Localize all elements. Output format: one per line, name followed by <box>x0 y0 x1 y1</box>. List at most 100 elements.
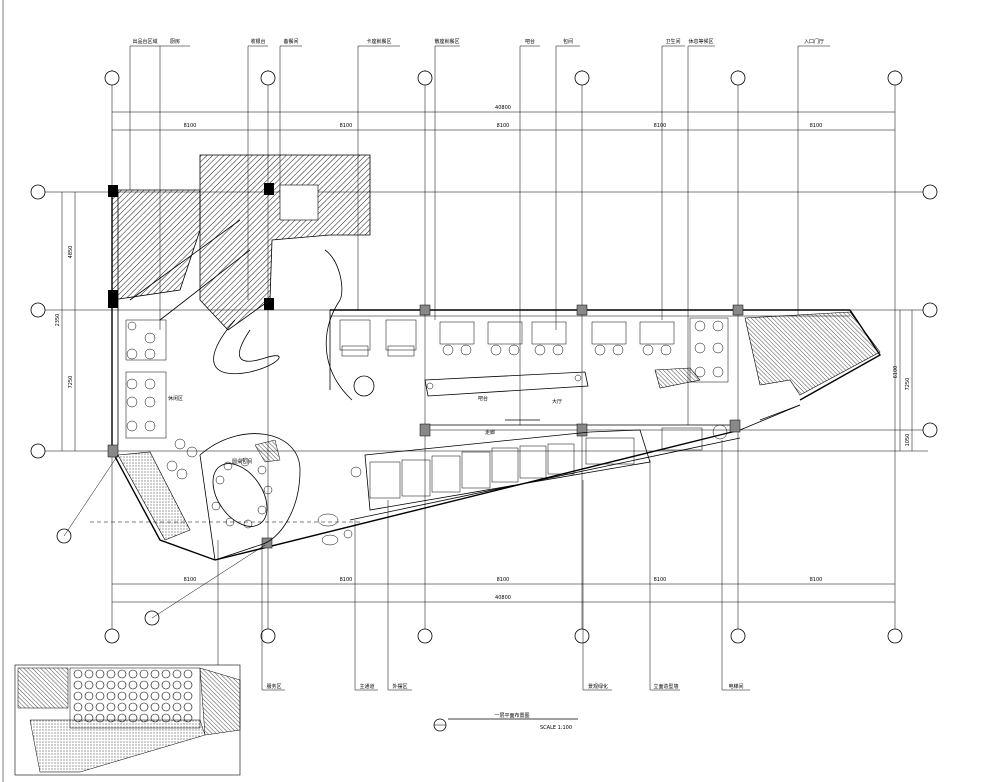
dim-top-bay: 8100 <box>810 123 823 129</box>
dim-top-bay: 8100 <box>340 123 353 129</box>
east-wing <box>654 311 881 451</box>
bottom-label: 主通道 <box>359 683 374 690</box>
keyplan-seat <box>172 702 182 712</box>
bottom-leader-lines <box>217 440 750 700</box>
top-label: 出品台区域 <box>132 38 157 45</box>
keyplan-seat <box>139 669 149 679</box>
keyplan-seat <box>139 702 149 712</box>
planter <box>117 451 191 541</box>
key-plan <box>14 664 241 776</box>
dim-top-bay: 8100 <box>497 123 510 129</box>
keyplan-seat <box>84 669 94 679</box>
keyplan-seat <box>84 691 94 701</box>
keyplan-seat <box>161 680 171 690</box>
keyplan-seat <box>95 691 105 701</box>
bottom-label: 电梯间 <box>728 683 743 690</box>
dim-bottom-total: 40800 <box>495 595 511 601</box>
keyplan-seat <box>139 713 149 723</box>
keyplan-seat <box>128 680 138 690</box>
room-label: 大厅 <box>552 398 562 405</box>
keyplan-seat <box>161 669 171 679</box>
keyplan-seat <box>161 691 171 701</box>
round-room: 圆桌包间 <box>166 433 301 561</box>
bar-counter: 吧台 大厅 走廊 <box>424 371 589 436</box>
dim-bottom-bay: 8100 <box>340 577 353 583</box>
keyplan-seat <box>183 691 193 701</box>
keyplan-seat <box>73 702 83 712</box>
keyplan-seat <box>172 669 182 679</box>
kitchen-block <box>108 154 371 331</box>
keyplan-seat <box>172 713 182 723</box>
booth-seating-left: 休闲区 <box>125 319 183 439</box>
keyplan-seat <box>73 713 83 723</box>
top-label: 入口门厅 <box>804 38 824 45</box>
room-label: 休闲区 <box>168 395 183 402</box>
keyplan-seat <box>128 713 138 723</box>
keyplan-seat <box>95 702 105 712</box>
keyplan-seat <box>117 702 127 712</box>
top-label: 包间 <box>563 38 573 45</box>
columns <box>107 304 744 549</box>
keyplan-seat <box>106 680 116 690</box>
keyplan-seat <box>73 669 83 679</box>
dim-right: 1050 <box>905 434 911 447</box>
keyplan-seat <box>95 680 105 690</box>
entrance <box>317 513 353 546</box>
round-table <box>353 375 375 397</box>
top-leader-lines <box>129 45 830 425</box>
dim-left: 4850 <box>68 246 74 259</box>
bottom-label: 立面造型墙 <box>653 683 678 690</box>
dim-top-bay: 8100 <box>184 123 197 129</box>
booth-row-lower <box>350 429 651 511</box>
top-label: 散座就餐区 <box>434 38 459 45</box>
keyplan-seat <box>172 680 182 690</box>
curved-partition <box>213 319 280 375</box>
drawing-scale: SCALE 1:100 <box>540 725 572 731</box>
keyplan-seat <box>117 691 127 701</box>
dim-top-bay: 8100 <box>654 123 667 129</box>
keyplan-seat <box>150 680 160 690</box>
keyplan-seat <box>150 713 160 723</box>
keyplan-seat <box>161 713 171 723</box>
dim-bottom-bay: 8100 <box>497 577 510 583</box>
keyplan-seat <box>73 691 83 701</box>
top-label: 备餐间 <box>283 38 298 45</box>
keyplan-seat <box>183 702 193 712</box>
top-label: 卡座就餐区 <box>366 38 391 45</box>
keyplan-seat <box>128 702 138 712</box>
keyplan-seat <box>106 691 116 701</box>
dim-left: 2350 <box>55 314 61 327</box>
top-label: 休息等候区 <box>688 38 713 45</box>
keyplan-seat <box>84 713 94 723</box>
keyplan-seat <box>150 691 160 701</box>
dining-tables <box>339 317 729 383</box>
dimension-lines <box>61 111 913 603</box>
drawing-title-block: 一层平面布置图 SCALE 1:100 <box>433 712 578 732</box>
keyplan-seat <box>117 669 127 679</box>
keyplan-seat <box>139 691 149 701</box>
dim-right: 6100 <box>893 366 899 379</box>
room-label: 圆桌包间 <box>232 458 252 465</box>
keyplan-seat <box>150 669 160 679</box>
keyplan-seat <box>106 669 116 679</box>
keyplan-seat <box>106 702 116 712</box>
dim-bottom-bay: 8100 <box>654 577 667 583</box>
keyplan-seat <box>161 702 171 712</box>
top-label: 收银台 <box>250 38 265 45</box>
room-label: 走廊 <box>485 429 495 436</box>
keyplan-seat <box>106 713 116 723</box>
room-label: 吧台 <box>478 395 488 402</box>
drawing-title: 一层平面布置图 <box>494 712 529 719</box>
bottom-label: 景观绿化 <box>588 683 608 690</box>
top-label: 厨房 <box>170 38 180 45</box>
dim-right: 7250 <box>905 378 911 391</box>
axis-bubble-icon <box>30 70 938 644</box>
keyplan-seat <box>117 680 127 690</box>
keyplan-seat <box>139 680 149 690</box>
keyplan-seat <box>183 669 193 679</box>
keyplan-seat <box>128 691 138 701</box>
keyplan-seat <box>95 713 105 723</box>
keyplan-seat <box>84 702 94 712</box>
top-label: 吧台 <box>525 38 535 45</box>
